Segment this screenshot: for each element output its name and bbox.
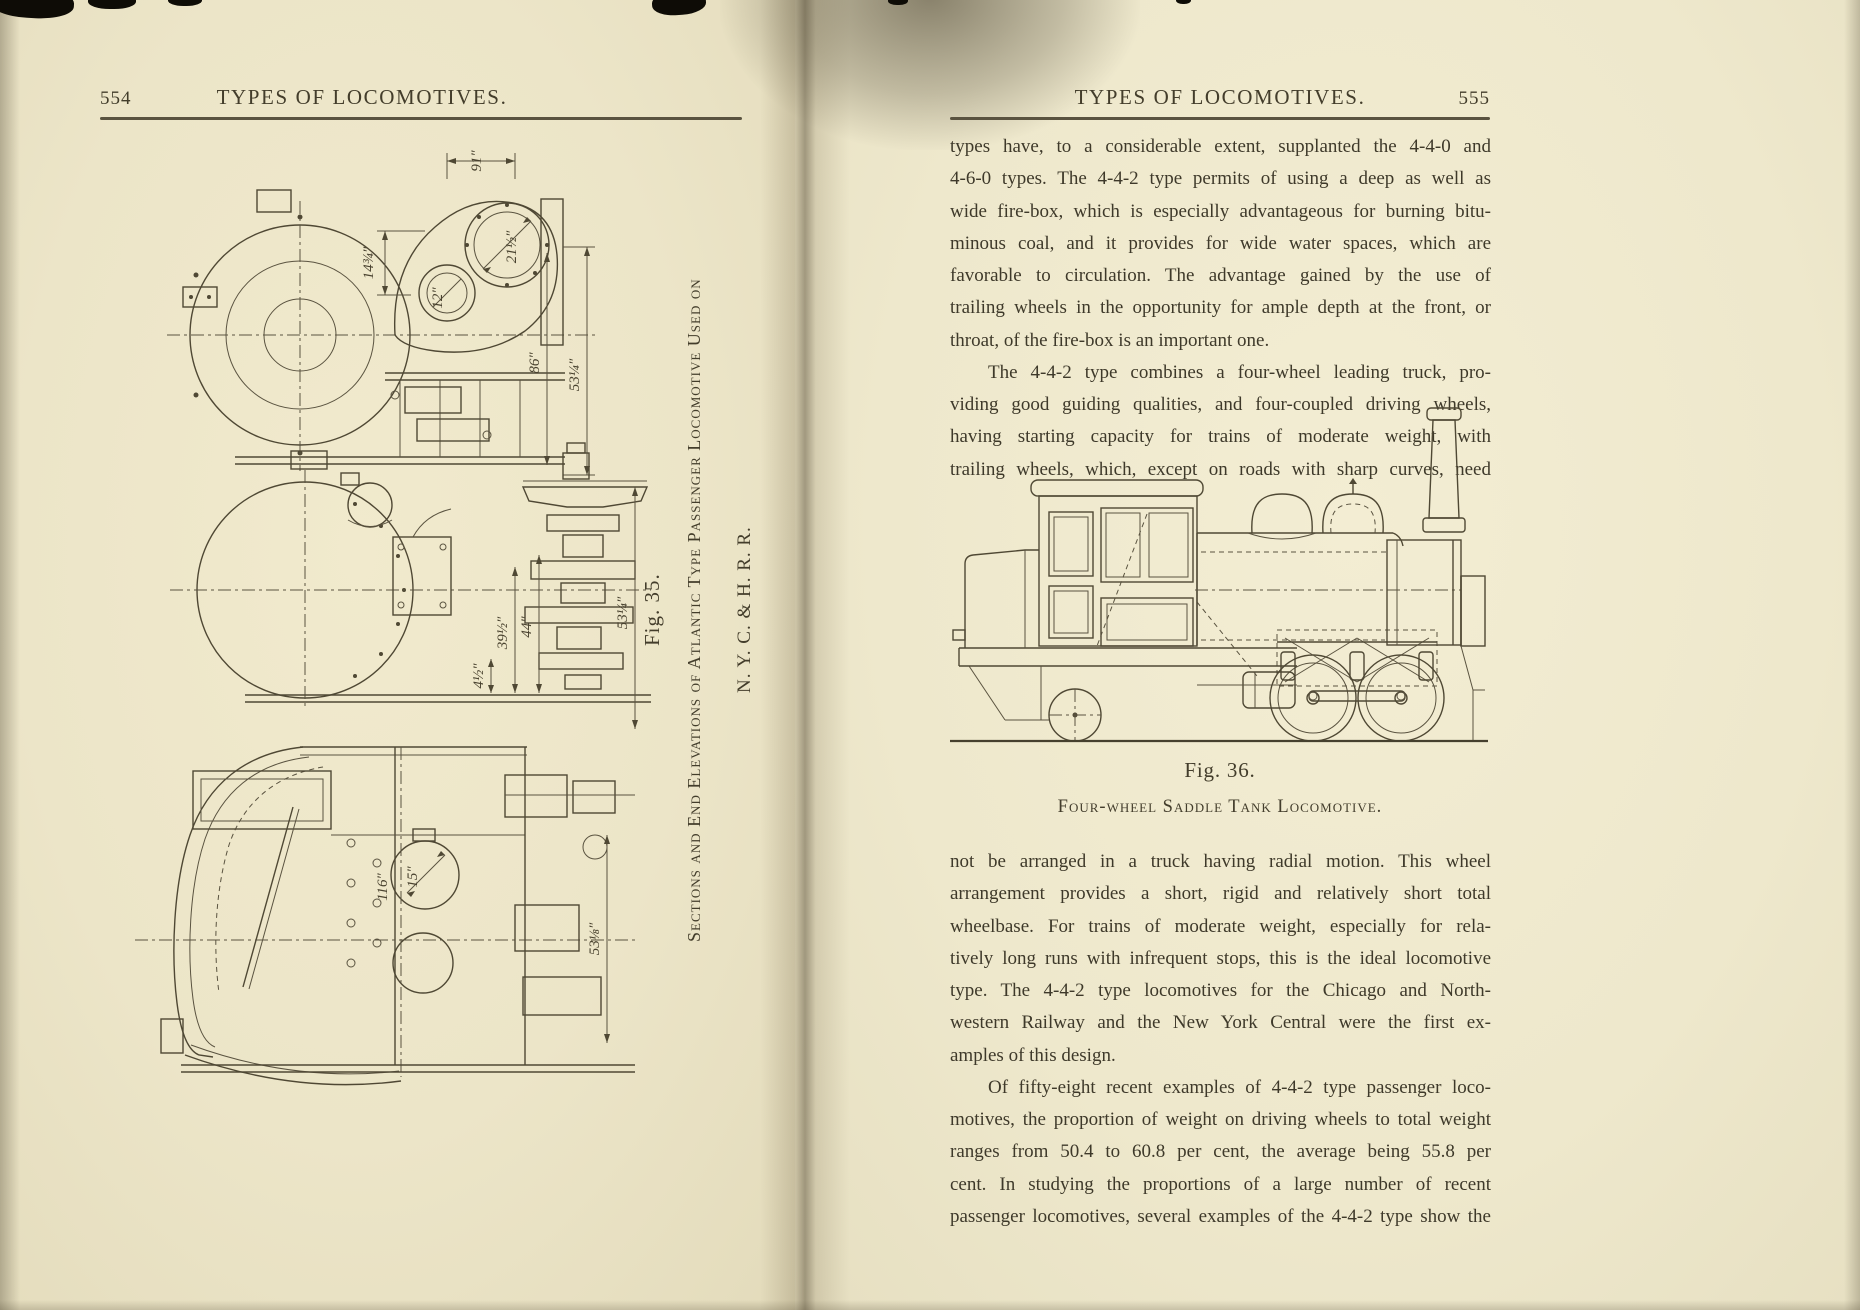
- text-line: cent. In studying the proportions of a l…: [950, 1173, 1491, 1195]
- text-line: throat, of the fire-box is an important …: [950, 329, 1270, 351]
- text-line: minous coal, and it provides for wide wa…: [950, 232, 1491, 254]
- fig36-caption: Four-wheel Saddle Tank Locomotive.: [1057, 797, 1383, 817]
- paragraph: The 4-4-2 type combines a four-wheel lea…: [950, 357, 1491, 486]
- svg-text:53⅛″: 53⅛″: [587, 922, 603, 955]
- fig35-caption-line1: Sections and End Elevations of Atlantic …: [684, 278, 704, 942]
- paragraph: types have, to a considerable extent, su…: [950, 131, 1491, 357]
- text-line: trailing wheels in the opportunity for a…: [950, 297, 1491, 319]
- left-header-rule: [100, 117, 742, 120]
- left-running-head: TYPES OF LOCOMOTIVES.: [216, 85, 508, 109]
- text-line: 4-6-0 types. The 4-4-2 type permits of u…: [950, 168, 1491, 190]
- svg-text:4½″: 4½″: [471, 663, 487, 689]
- scan-edge-left: [0, 0, 20, 1310]
- fig35-label: Fig. 35.: [640, 573, 664, 647]
- scan-blot: [168, 0, 202, 6]
- text-line: type. The 4-4-2 type locomotives for the…: [950, 980, 1491, 1001]
- paragraph: not be arranged in a truck having radial…: [950, 846, 1491, 1072]
- svg-text:39½″: 39½″: [495, 616, 511, 650]
- scan-edge-bottom: [0, 1300, 1860, 1310]
- gutter-top-shade: [720, 0, 1140, 150]
- text-line: arrangement provides a short, rigid and …: [950, 883, 1491, 905]
- text-line: wheelbase. For trains of moderate weight…: [950, 915, 1491, 937]
- fig35-view-middle: 4½″ 39½″ 44″ 53¼″: [170, 442, 651, 729]
- text-line: amples of this design.: [950, 1044, 1116, 1066]
- right-page-paper: [795, 0, 1860, 1310]
- svg-text:86″: 86″: [527, 352, 543, 374]
- left-page-number: 554: [100, 88, 132, 109]
- fig36-label: Fig. 36.: [1184, 758, 1256, 782]
- scan-blot: [88, 0, 136, 9]
- right-header-rule: [950, 117, 1490, 120]
- text-line: viding good guiding qualities, and four-…: [950, 394, 1491, 415]
- svg-text:12″: 12″: [430, 287, 446, 309]
- text-line: The 4-4-2 type combines a four-wheel lea…: [988, 361, 1491, 383]
- text-line: Of fifty-eight recent examples of 4-4-2 …: [988, 1076, 1491, 1098]
- text-line: motives, the proportion of weight on dri…: [950, 1109, 1491, 1130]
- text-line: trailing wheels, which, except on roads …: [950, 458, 1491, 480]
- fig35-drawing: 21½″ 12″ 91″ 14¾″ 86″: [135, 150, 651, 1086]
- text-line: types have, to a considerable extent, su…: [950, 136, 1491, 157]
- svg-text:116″: 116″: [375, 872, 391, 900]
- svg-text:21½″: 21½″: [504, 230, 520, 263]
- text-line: tively long runs with infrequent stops, …: [950, 947, 1491, 969]
- text-line: not be arranged in a truck having radial…: [950, 851, 1491, 872]
- text-line: western Railway and the New York Central…: [950, 1012, 1491, 1034]
- text-line: ranges from 50.4 to 60.8 per cent, the a…: [950, 1141, 1491, 1163]
- right-page-body-bottom: not be arranged in a truck having radial…: [950, 846, 1491, 1233]
- scan-blot: [888, 0, 908, 5]
- text-line: wide fire-box, which is especially advan…: [950, 200, 1491, 222]
- scan-blot: [1176, 0, 1191, 4]
- right-page-number: 555: [1458, 88, 1490, 109]
- text-line: passenger locomotives, several examples …: [950, 1205, 1491, 1227]
- text-line: having starting capacity for trains of m…: [950, 426, 1491, 448]
- paragraph: Of fifty-eight recent examples of 4-4-2 …: [950, 1072, 1491, 1233]
- right-page-body-top: types have, to a considerable extent, su…: [950, 131, 1491, 486]
- fig35-view-top: 21½″ 12″ 91″ 14¾″ 86″: [167, 150, 595, 476]
- fig36-drawing: [950, 407, 1488, 743]
- fig35-caption-line2: N. Y. C. & H. R. R.: [734, 526, 755, 694]
- right-running-head: TYPES OF LOCOMOTIVES.: [1074, 85, 1366, 109]
- text-line: favorable to circulation. The advantage …: [950, 265, 1491, 286]
- svg-text:44″: 44″: [519, 616, 535, 638]
- svg-text:53¼″: 53¼″: [615, 596, 631, 629]
- svg-text:91″: 91″: [469, 150, 485, 172]
- fig35-view-bottom: 15″ 116″ 53⅛″: [135, 746, 635, 1086]
- fig36-locomotive: [950, 407, 1488, 743]
- svg-text:53¼″: 53¼″: [567, 358, 583, 391]
- svg-text:14¾″: 14¾″: [361, 246, 377, 279]
- svg-text:15″: 15″: [405, 866, 421, 888]
- scan-edge-right: [1844, 0, 1860, 1310]
- gutter-shadow: [760, 0, 850, 1310]
- left-page-paper: [0, 0, 795, 1310]
